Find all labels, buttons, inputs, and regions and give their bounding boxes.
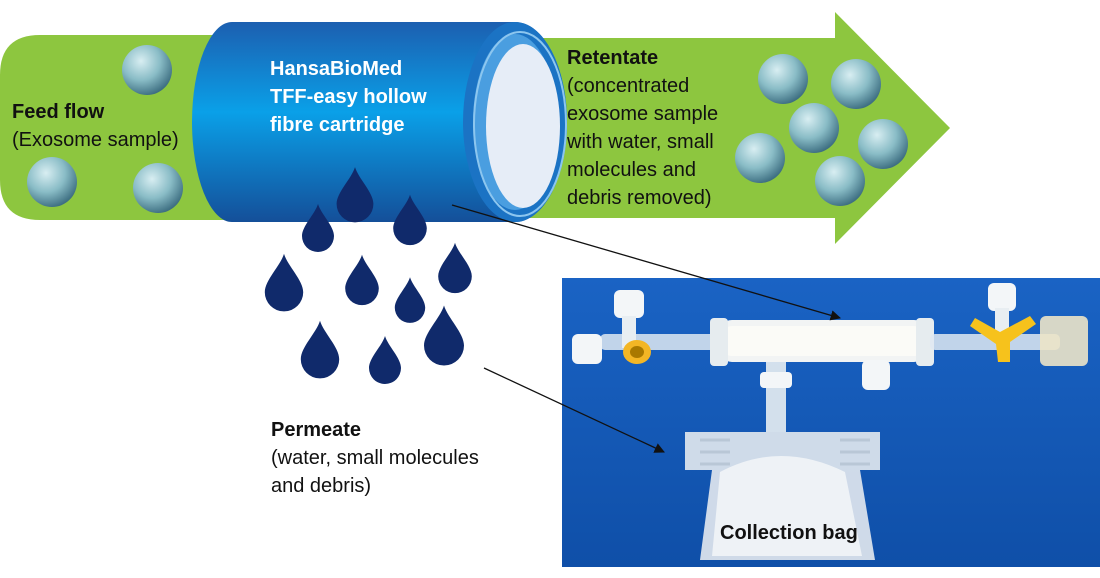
exosome-sphere — [758, 54, 808, 104]
exosome-sphere — [735, 133, 785, 183]
exosome-sphere — [27, 157, 77, 207]
retentate-line: exosome sample — [567, 103, 719, 125]
permeate-label: Permeate (water, small molecules and deb… — [271, 416, 479, 500]
permeate-droplet — [394, 277, 426, 323]
feed-flow-title: Feed flow — [12, 101, 105, 123]
permeate-droplet — [345, 254, 379, 306]
cartridge-label-line3: fibre cartridge — [270, 114, 404, 136]
cartridge-label-line2: TFF-easy hollow — [270, 86, 427, 108]
cartridge-label-line1: HansaBioMed — [270, 58, 402, 80]
permeate-droplet — [264, 253, 304, 312]
retentate-line: with water, small — [567, 131, 714, 153]
exosome-sphere — [789, 103, 839, 153]
permeate-droplet — [393, 194, 427, 246]
permeate-droplet — [336, 167, 374, 223]
permeate-droplet — [300, 320, 340, 379]
pointer-line-bag — [483, 367, 665, 453]
collection-bag-label: Collection bag — [720, 522, 858, 544]
permeate-droplet — [369, 336, 401, 384]
cartridge-label: HansaBioMed TFF-easy hollow fibre cartri… — [270, 58, 432, 136]
retentate-line: molecules and — [567, 159, 696, 181]
permeate-droplets — [264, 167, 472, 384]
permeate-droplet — [438, 242, 472, 294]
feed-flow-subtitle: (Exosome sample) — [12, 129, 179, 151]
retentate-label: Retentate (concentrated exosome sample w… — [567, 44, 718, 212]
permeate-droplet — [302, 204, 334, 252]
exosome-sphere — [122, 45, 172, 95]
exosome-sphere — [858, 119, 908, 169]
cartridge-photo — [562, 278, 1100, 567]
retentate-line: (concentrated — [567, 75, 690, 97]
pointer-line-cartridge — [451, 204, 841, 321]
permeate-title: Permeate — [271, 419, 362, 441]
hollow-fibre-cartridge — [192, 22, 567, 222]
permeate-line: (water, small molecules — [271, 447, 479, 469]
retentate-line: debris removed) — [567, 187, 712, 209]
exosome-sphere — [815, 156, 865, 206]
retentate-title: Retentate — [567, 47, 659, 69]
permeate-line: and debris) — [271, 475, 372, 497]
feed-flow-label: Feed flow (Exosome sample) — [12, 98, 179, 154]
permeate-droplet — [424, 305, 464, 366]
exosome-sphere — [831, 59, 881, 109]
exosome-sphere — [133, 163, 183, 213]
